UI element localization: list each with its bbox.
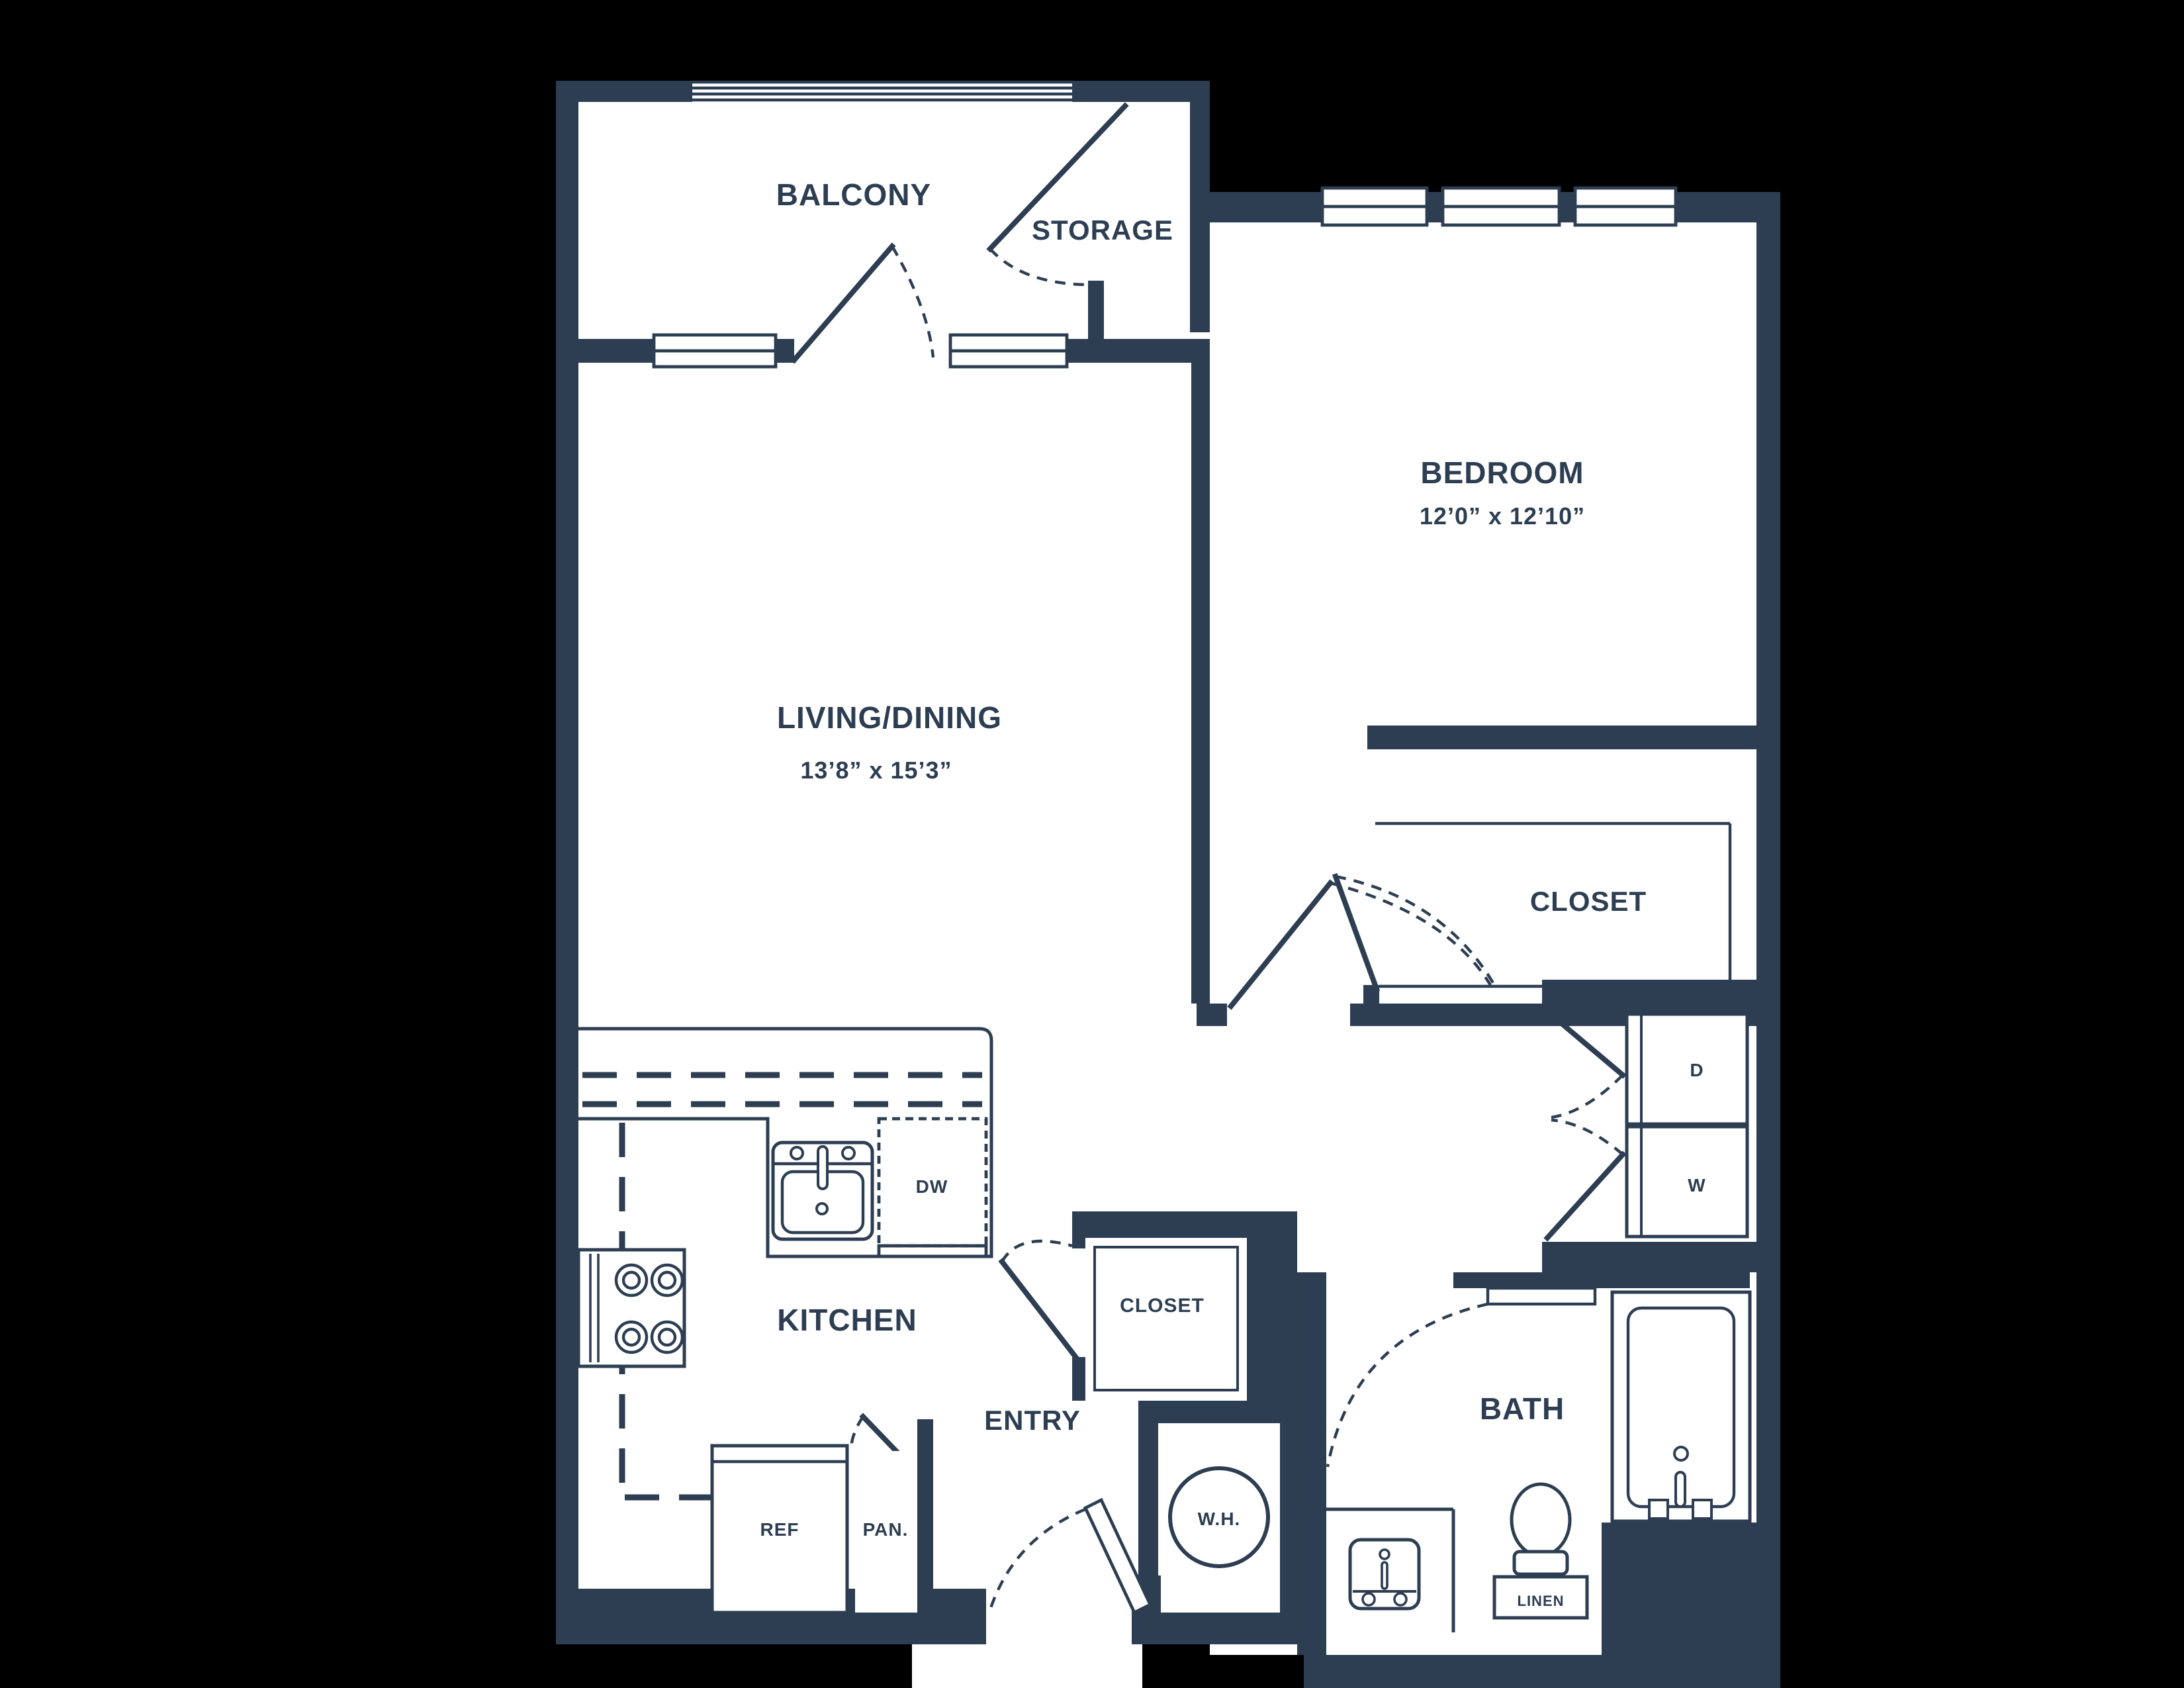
- entry-door: [988, 1497, 1153, 1615]
- balcony-window-2: [948, 333, 1069, 369]
- floor-left-column: [556, 81, 1210, 1644]
- wall-storage-sill: [1104, 339, 1210, 363]
- laundry-bifold-doors: [1543, 1008, 1627, 1242]
- dishwasher: DW: [877, 1117, 988, 1258]
- bathtub: [1610, 1290, 1752, 1523]
- wall-bedroom-closet-top: [1367, 726, 1780, 749]
- storage-door: [986, 102, 1129, 287]
- pantry-door: [849, 1413, 900, 1455]
- living-dining-label: LIVING/DINING: [777, 700, 1002, 735]
- bedroom-closet-door: [1332, 872, 1496, 993]
- linen-cabinet: LINEN: [1492, 1575, 1589, 1620]
- bath-vanity: [1326, 1507, 1455, 1632]
- wall-wh-right: [1280, 1423, 1297, 1622]
- washer: W: [1625, 1125, 1749, 1239]
- floor-entry-porch: [912, 1644, 1142, 1688]
- bedroom-window-2: [1441, 186, 1561, 227]
- wall-balcony-door-jamb: [776, 339, 794, 363]
- tub-faucet: [1674, 1471, 1686, 1508]
- wall-balcony-sill-left: [578, 339, 654, 363]
- wall-wh-top: [1138, 1401, 1297, 1423]
- refrigerator-label: REF: [760, 1519, 799, 1540]
- walls: [556, 81, 1780, 1688]
- wall-storage-top: [1072, 81, 1210, 102]
- vanity-faucet: [1381, 1561, 1388, 1590]
- balcony-railing: [692, 80, 1072, 102]
- stove: [576, 1248, 686, 1368]
- tub-drain: [1673, 1446, 1689, 1462]
- wall-storage-right: [1190, 81, 1210, 332]
- wall-bedroom-top-1: [1210, 192, 1322, 222]
- wall-entry-closet-right: [1247, 1238, 1297, 1401]
- entry-closet-inner: [1093, 1246, 1239, 1391]
- dryer: D: [1625, 1012, 1749, 1126]
- wall-entry-closet-left-a: [1072, 1238, 1085, 1248]
- wall-bath-top: [1453, 1272, 1750, 1288]
- wall-pantry-right: [917, 1419, 933, 1613]
- wall-exterior-left: [556, 81, 578, 1644]
- wall-exterior-right: [1756, 192, 1780, 1655]
- balcony-window-1: [652, 333, 778, 369]
- sink-drain: [815, 1202, 829, 1215]
- bath-door: [1326, 1286, 1597, 1468]
- kitchen-label: KITCHEN: [777, 1303, 917, 1337]
- bedroom-door: [1227, 879, 1492, 1010]
- bedroom-dimensions: 12’0” x 12’10”: [1420, 502, 1585, 530]
- entry-closet-label: CLOSET: [1120, 1295, 1205, 1317]
- linen-label: LINEN: [1518, 1593, 1565, 1609]
- wall-bath-west: [1297, 1272, 1326, 1655]
- bath-label: BATH: [1480, 1391, 1565, 1426]
- wall-entry-closet-top: [1072, 1211, 1297, 1238]
- wall-storage-door-stub: [1088, 281, 1104, 363]
- wall-living-bedroom-divider: [1191, 363, 1210, 1004]
- wall-bedroom-top-3: [1559, 192, 1575, 222]
- wall-divider-end-cap: [1197, 1004, 1227, 1026]
- washer-label: W: [1688, 1175, 1706, 1196]
- wall-laundry-bottom: [1542, 1242, 1780, 1272]
- room-labels: BALCONY STORAGE BEDROOM 12’0” x 12’10” L…: [776, 177, 1647, 1436]
- wall-corner-block: [1602, 1523, 1780, 1688]
- sink-faucet: [817, 1145, 829, 1190]
- balcony-label: BALCONY: [776, 177, 931, 212]
- bedroom-label: BEDROOM: [1420, 455, 1584, 490]
- water-heater: W.H.: [1168, 1466, 1270, 1568]
- living-dining-dimensions: 13’8” x 15’3”: [800, 757, 952, 784]
- pantry-label: PAN.: [863, 1519, 909, 1540]
- entry-label: ENTRY: [984, 1405, 1081, 1436]
- laundry: D W: [1625, 1012, 1749, 1239]
- balcony-door: [790, 242, 935, 364]
- toilet-tank: [1512, 1550, 1569, 1576]
- bedroom-closet-label: CLOSET: [1530, 886, 1647, 917]
- dishwasher-label: DW: [916, 1176, 948, 1197]
- bedroom-closet-lines: [1375, 821, 1756, 988]
- kitchen-sink: [771, 1141, 874, 1241]
- pantry: PAN.: [855, 1451, 917, 1613]
- wall-balcony-sill-right: [1067, 339, 1088, 363]
- bedroom-window-1: [1320, 186, 1429, 227]
- kitchen-fixtures: DW REF PAN.: [576, 1027, 993, 1615]
- wall-bedroom-top-2: [1427, 192, 1443, 222]
- entry-closet-door: [998, 1239, 1083, 1365]
- wall-entry-closet-left-b: [1072, 1357, 1085, 1401]
- refrigerator: REF: [710, 1444, 849, 1615]
- bedroom-window-3: [1573, 186, 1678, 227]
- doors: [790, 102, 1627, 1615]
- toilet: [1510, 1482, 1572, 1576]
- bath-fixtures: LINEN: [1326, 1290, 1752, 1632]
- water-heater-label: W.H.: [1198, 1509, 1241, 1529]
- storage-label: STORAGE: [1032, 214, 1173, 246]
- wall-balcony-top-left: [556, 81, 692, 102]
- dryer-label: D: [1690, 1060, 1704, 1080]
- wall-bath-top-stub: [1615, 1258, 1633, 1272]
- windows: [652, 186, 1678, 369]
